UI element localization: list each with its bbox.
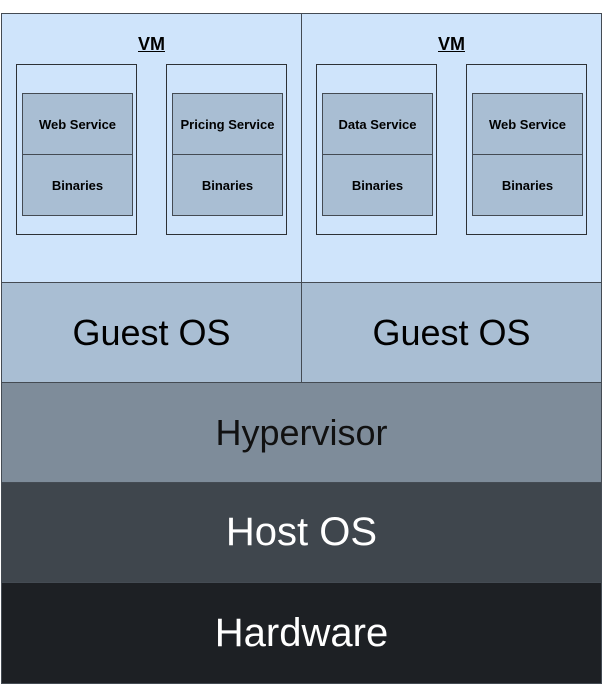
service-label: Web Service xyxy=(472,93,583,155)
container-web-service-2: Web Service Binaries xyxy=(466,64,587,235)
host-os-layer: Host OS xyxy=(1,482,602,583)
binaries-label: Binaries xyxy=(172,154,283,216)
service-label: Data Service xyxy=(322,93,433,155)
container-pricing-service: Pricing Service Binaries xyxy=(166,64,287,235)
vm-title-2: VM xyxy=(438,34,465,54)
service-label: Pricing Service xyxy=(172,93,283,155)
vm-box-2: VM Data Service Binaries Web Service Bin… xyxy=(301,13,602,283)
vm-title-1: VM xyxy=(138,34,165,54)
service-label: Web Service xyxy=(22,93,133,155)
guest-os-layer-2: Guest OS xyxy=(301,282,602,383)
container-data-service: Data Service Binaries xyxy=(316,64,437,235)
hardware-layer: Hardware xyxy=(1,582,602,684)
vm-box-1: VM Web Service Binaries Pricing Service … xyxy=(1,13,302,283)
binaries-label: Binaries xyxy=(22,154,133,216)
binaries-label: Binaries xyxy=(472,154,583,216)
binaries-label: Binaries xyxy=(322,154,433,216)
hypervisor-layer: Hypervisor xyxy=(1,382,602,483)
container-web-service-1: Web Service Binaries xyxy=(16,64,137,235)
guest-os-layer-1: Guest OS xyxy=(1,282,302,383)
